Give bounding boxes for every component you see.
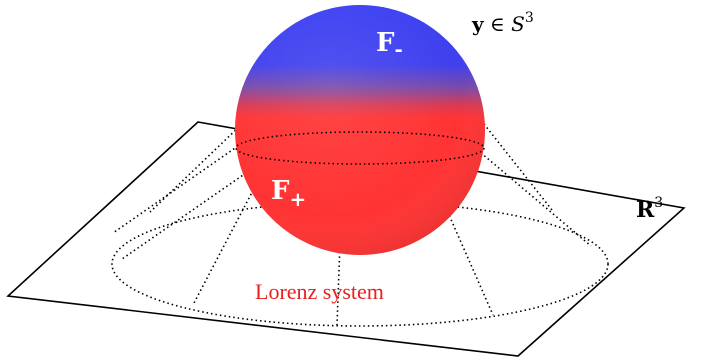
projection-line	[423, 157, 494, 316]
projection-line	[473, 146, 592, 247]
projection-line	[149, 123, 243, 213]
sphere-shading	[235, 5, 485, 255]
sphere-equator	[235, 131, 485, 165]
f-plus-label: F+	[271, 176, 306, 211]
lorenz-system-label: Lorenz system	[255, 279, 384, 304]
projection-line	[483, 123, 553, 211]
r3-label: R3	[636, 195, 663, 223]
y-in-s3-label: y ∈ S3	[471, 10, 534, 36]
projection-line	[112, 145, 239, 234]
f-minus-label: F-	[376, 28, 403, 61]
